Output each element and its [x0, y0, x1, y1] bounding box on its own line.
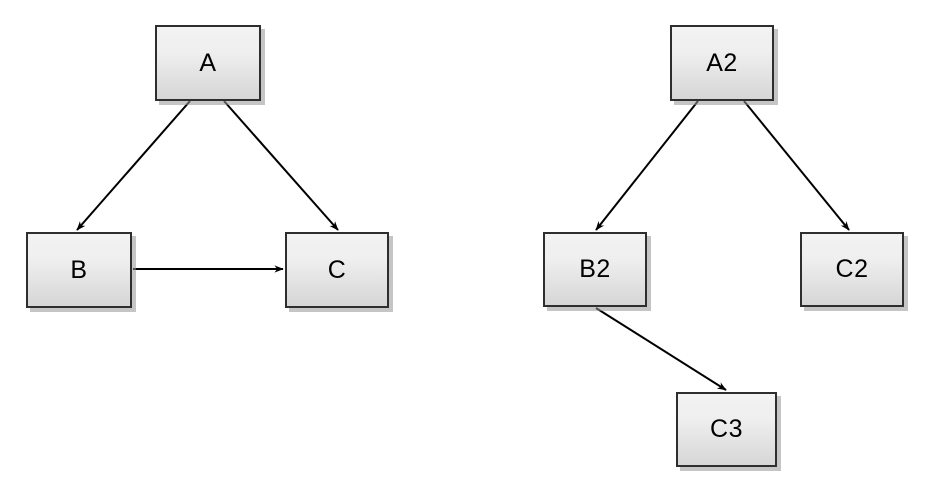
edge-a2-to-b2 — [595, 100, 699, 231]
edge-a-to-b — [76, 100, 191, 231]
node-a2-label: A2 — [706, 48, 738, 77]
node-a2[interactable]: A2 — [670, 25, 774, 101]
edge-b2-to-c3 — [595, 307, 727, 391]
node-b2[interactable]: B2 — [543, 232, 647, 307]
node-c3[interactable]: C3 — [676, 392, 777, 467]
node-b[interactable]: B — [26, 232, 132, 308]
node-c2-label: C2 — [835, 255, 869, 283]
node-b-label: B — [70, 255, 88, 284]
node-c3-label: C3 — [710, 415, 743, 443]
node-a-label: A — [199, 48, 217, 77]
edge-a-to-c — [223, 100, 339, 231]
edge-a2-to-c2 — [743, 100, 850, 231]
node-a[interactable]: A — [155, 25, 261, 101]
node-c[interactable]: C — [285, 232, 389, 308]
node-c2[interactable]: C2 — [800, 232, 904, 307]
node-b2-label: B2 — [579, 255, 611, 283]
node-c-label: C — [327, 255, 347, 284]
